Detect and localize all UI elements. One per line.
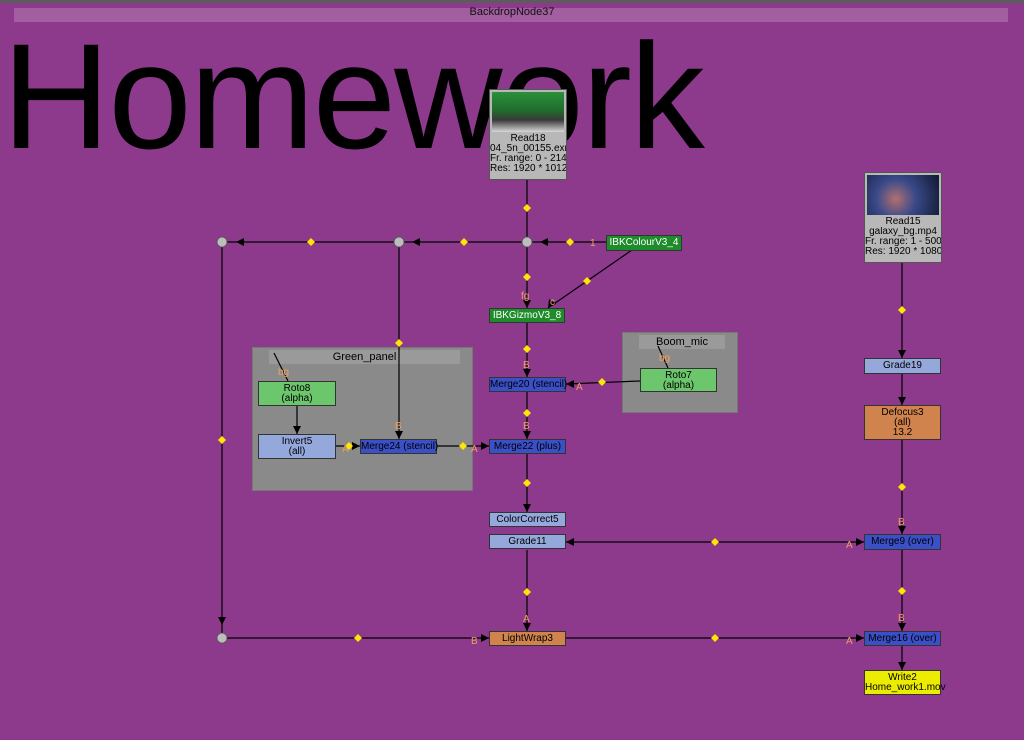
merge16-label: Merge16 (over) <box>868 633 937 644</box>
roto8-sub: (alpha) <box>281 393 313 404</box>
read18-file: 04_5n_00155.exr <box>490 144 566 154</box>
merge24-node[interactable]: Merge24 (stencil) <box>360 439 439 454</box>
input-label-a-merge9: A <box>846 540 853 551</box>
input-label-bg-roto7: bg <box>659 353 671 364</box>
write2-node[interactable]: Write2 Home_work1.mov <box>864 670 946 695</box>
roto8-node[interactable]: Roto8 (alpha) <box>258 381 336 406</box>
defocus3-value: 13.2 <box>892 427 913 438</box>
merge20-label: Merge20 (stencil) <box>490 379 568 390</box>
read15-node[interactable]: Read15 galaxy_bg.mp4 Fr. range: 1 - 500 … <box>864 172 942 263</box>
grade19-node[interactable]: Grade19 <box>864 358 941 374</box>
merge22-label: Merge22 (plus) <box>493 441 562 452</box>
roto7-sub: (alpha) <box>662 380 695 391</box>
lightwrap3-label: LightWrap3 <box>502 633 553 644</box>
read18-range: Fr. range: 0 - 214 <box>490 154 566 164</box>
defocus3-sub: (all) <box>894 417 911 428</box>
group-green-panel-label: Green_panel <box>269 350 460 364</box>
read15-file: galaxy_bg.mp4 <box>869 227 937 237</box>
ibkcolour-node[interactable]: IBKColourV3_4 <box>606 235 682 251</box>
read15-name: Read15 <box>885 216 921 227</box>
input-label-b-lightwrap: B <box>471 636 478 647</box>
input-label-fg: fg <box>521 291 530 302</box>
merge20-node[interactable]: Merge20 (stencil) <box>489 377 568 392</box>
input-label-b-merge24: B <box>395 421 402 432</box>
invert5-label: Invert5 <box>281 436 313 447</box>
invert5-sub: (all) <box>288 446 306 457</box>
write2-label: Write2 <box>888 672 917 683</box>
input-label-a-lightwrap: A <box>523 614 530 625</box>
roto8-label: Roto8 <box>283 383 311 394</box>
merge16-node[interactable]: Merge16 (over) <box>864 631 941 646</box>
input-label-b-merge9: B <box>898 517 905 528</box>
backdrop-title-bar[interactable] <box>14 8 1008 22</box>
group-green-panel[interactable]: Green_panel <box>252 347 473 491</box>
backdrop-big-title: Homework <box>2 12 705 180</box>
read18-thumbnail <box>492 92 564 132</box>
grade11-label: Grade11 <box>508 536 547 547</box>
input-label-a-merge24: A <box>342 444 349 455</box>
colorcorrect5-node[interactable]: ColorCorrect5 <box>489 512 566 527</box>
ibkcolour-label: IBKColourV3_4 <box>609 237 679 248</box>
merge22-node[interactable]: Merge22 (plus) <box>489 439 566 454</box>
colorcorrect5-label: ColorCorrect5 <box>496 514 559 525</box>
input-label-b-merge22: B <box>523 421 530 432</box>
group-boom-mic-label: Boom_mic <box>639 335 725 349</box>
read15-res: Res: 1920 * 1080 <box>865 247 941 257</box>
read18-name: Read18 <box>510 133 546 144</box>
roto7-label: Roto7 <box>665 370 692 381</box>
input-label-a-merge20: A <box>576 382 583 393</box>
input-label-a-merge16: A <box>846 636 853 647</box>
merge24-label: Merge24 (stencil) <box>361 441 439 452</box>
write2-file: Home_work1.mov <box>865 682 946 693</box>
grade11-node[interactable]: Grade11 <box>489 534 566 549</box>
defocus3-node[interactable]: Defocus3 (all) 13.2 <box>864 405 941 440</box>
lightwrap3-node[interactable]: LightWrap3 <box>489 631 566 646</box>
read15-range: Fr. range: 1 - 500 <box>865 237 941 247</box>
read18-node[interactable]: Read18 04_5n_00155.exr Fr. range: 0 - 21… <box>489 89 567 180</box>
input-label-b-merge20: B <box>523 360 530 371</box>
roto7-node[interactable]: Roto7 (alpha) <box>640 368 717 392</box>
grade19-label: Grade19 <box>883 360 922 371</box>
merge9-node[interactable]: Merge9 (over) <box>864 534 941 550</box>
invert5-node[interactable]: Invert5 (all) <box>258 434 336 459</box>
ibkgizmo-label: IBKGizmoV3_8 <box>492 310 562 321</box>
input-label-b-merge16: B <box>898 613 905 624</box>
read18-res: Res: 1920 * 1012 <box>490 164 566 174</box>
input-label-one: 1 <box>590 238 596 249</box>
ibkgizmo-node[interactable]: IBKGizmoV3_8 <box>489 308 565 323</box>
input-label-bg-roto8: bg <box>278 367 290 378</box>
read15-thumbnail <box>867 175 939 215</box>
merge9-label: Merge9 (over) <box>871 536 934 547</box>
input-label-a-merge22: A <box>471 444 478 455</box>
backdrop-label: BackdropNode37 <box>469 6 555 18</box>
input-label-c: c <box>550 297 555 308</box>
defocus3-label: Defocus3 <box>881 407 924 418</box>
